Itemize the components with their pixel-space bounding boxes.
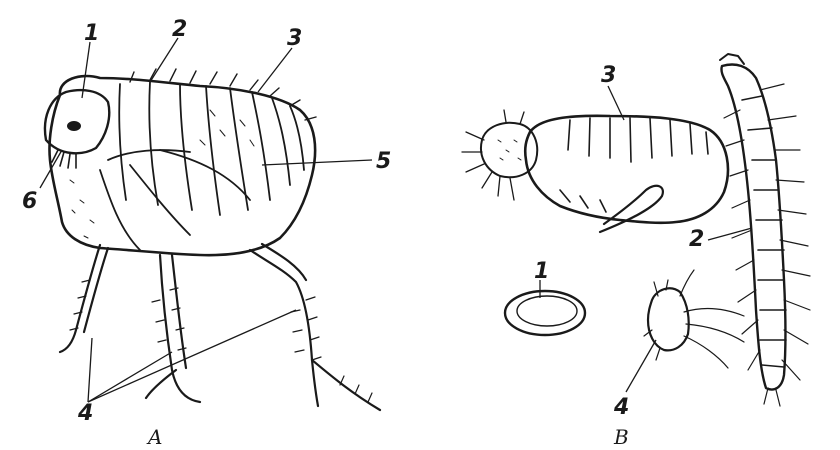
- flea-segment-lines: [119, 82, 304, 215]
- panel-a-adult-flea: 1 2 3 5 6 4 A: [22, 17, 391, 449]
- flea-legs: [60, 244, 380, 410]
- flea-back-bristles: [130, 69, 316, 120]
- panel-b-label-4: 4: [613, 395, 629, 420]
- panel-a-label-5: 5: [376, 149, 391, 174]
- hind-leg: [250, 250, 318, 406]
- panel-b-leader-lines: [540, 86, 752, 392]
- panel-b-life-stages: 3 1 2 4 B: [462, 54, 810, 449]
- panel-b-label-2: 2: [689, 227, 704, 252]
- panel-a-label-6: 6: [22, 189, 37, 214]
- panel-b-label-1: 1: [534, 259, 549, 284]
- panel-a-label-1: 1: [84, 21, 99, 46]
- panel-a-caption: A: [146, 425, 162, 449]
- pupa: [462, 110, 728, 232]
- panel-a-label-3: 3: [287, 26, 302, 51]
- flea-eye: [67, 121, 81, 131]
- panel-b-label-3: 3: [601, 63, 616, 88]
- larva-small: [644, 270, 744, 368]
- panel-b-caption: B: [613, 425, 629, 449]
- flea-leg-bristles: [70, 280, 372, 402]
- flea-texture: [70, 110, 254, 238]
- larva-long: [720, 54, 810, 406]
- panel-a-label-4: 4: [77, 401, 93, 426]
- egg: [505, 291, 585, 335]
- panel-a-label-2: 2: [172, 17, 187, 42]
